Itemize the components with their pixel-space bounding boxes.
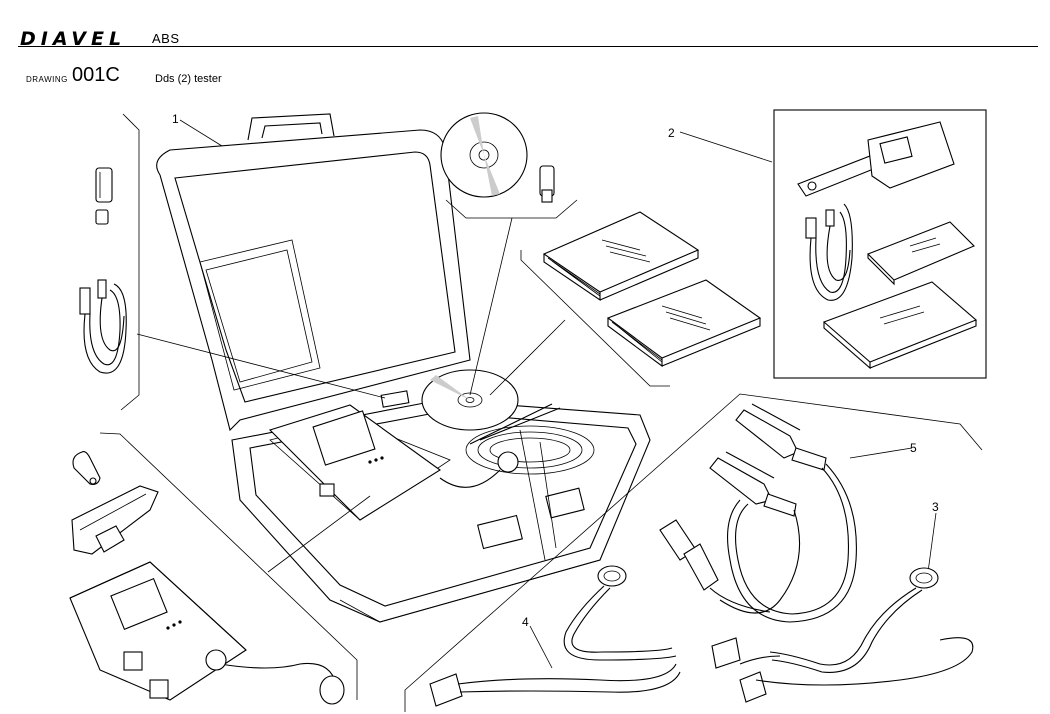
diagnostic-cable-4: [429, 565, 681, 707]
header-divider: [18, 46, 1038, 47]
callout-1: 1: [172, 112, 179, 126]
manual-dds-system-2: [606, 279, 762, 368]
callout-5: 5: [910, 441, 917, 455]
usb-key-center: [539, 165, 555, 203]
callout-3: 3: [932, 500, 939, 514]
diagnostic-cable-3: [711, 567, 974, 703]
section-title: ABS: [152, 31, 180, 46]
manual-dds-system-1: [542, 211, 700, 302]
usb-cable-left: [79, 279, 127, 374]
leader-lines: [136, 119, 937, 669]
carrying-case: [156, 113, 651, 623]
drawing-number: 001C: [72, 64, 120, 86]
snap-hook: [72, 451, 101, 485]
software-cd: [440, 112, 528, 198]
callout-2: 2: [668, 126, 675, 140]
drawing-title: Dds (2) tester: [155, 73, 222, 85]
shoulder-strap: [71, 485, 159, 555]
usb-key-left: [95, 167, 113, 225]
battery-clamp-cable: [659, 403, 857, 623]
drawing-label: DRAWING: [26, 75, 68, 84]
brand-logo: DIAVEL: [20, 28, 127, 50]
header: DIAVEL ABS DRAWING 001C Dds (2) tester: [0, 0, 1050, 86]
dds-tester-unit: [69, 561, 345, 705]
callout-4: 4: [522, 615, 529, 629]
callout-labels: 1 2 3 4 5: [172, 112, 939, 629]
accessory-kit-box: [773, 109, 987, 379]
group-brackets: [99, 113, 983, 712]
